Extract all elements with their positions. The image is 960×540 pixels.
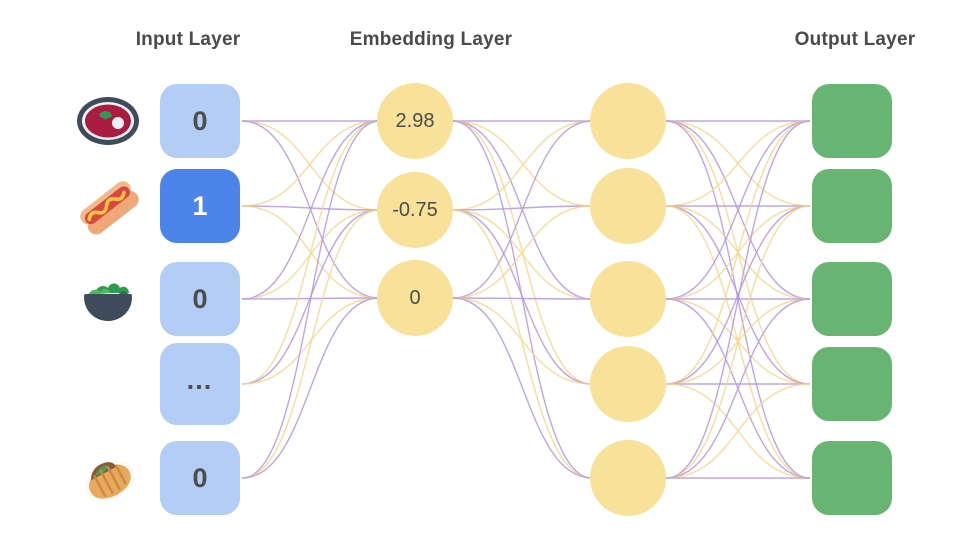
output-node-5[interactable] bbox=[812, 441, 892, 515]
hidden-node-2[interactable] bbox=[590, 168, 666, 244]
input-node-5[interactable]: 0 bbox=[160, 441, 240, 515]
embedding-node-2[interactable]: -0.75 bbox=[377, 172, 453, 248]
salad-bowl-icon bbox=[72, 263, 144, 335]
input-node-value: 0 bbox=[192, 105, 208, 136]
output-node-2[interactable] bbox=[812, 169, 892, 243]
hidden-node-4[interactable] bbox=[590, 346, 666, 422]
input-node-value: 1 bbox=[192, 190, 208, 221]
hot-dog-icon bbox=[72, 170, 144, 242]
output-node-1[interactable] bbox=[812, 84, 892, 158]
input-node-4[interactable]: … bbox=[160, 343, 240, 425]
input-node-1[interactable]: 0 bbox=[160, 84, 240, 158]
input-node-value: 0 bbox=[192, 283, 208, 314]
input-layer-title: Input Layer bbox=[135, 29, 241, 50]
hidden-node-3[interactable] bbox=[590, 261, 666, 337]
edges-embedding-to-hidden bbox=[452, 120, 593, 479]
edges-input-to-embedding bbox=[241, 120, 380, 479]
input-node-value: … bbox=[185, 364, 215, 395]
input-node-value: 0 bbox=[192, 462, 208, 493]
embedding-node-1[interactable]: 2.98 bbox=[377, 83, 453, 159]
hidden-node-5[interactable] bbox=[590, 440, 666, 516]
input-node-3[interactable]: 0 bbox=[160, 262, 240, 336]
output-layer-title: Output Layer bbox=[794, 29, 916, 50]
hidden-node-1[interactable] bbox=[590, 83, 666, 159]
burrito-icon bbox=[72, 442, 144, 514]
embedding-layer-title: Embedding Layer bbox=[349, 29, 513, 50]
embedding-node-value: 0 bbox=[409, 286, 421, 309]
output-node-3[interactable] bbox=[812, 262, 892, 336]
stew-bowl-icon bbox=[72, 85, 144, 157]
embedding-node-value: -0.75 bbox=[392, 198, 438, 221]
edges-hidden-to-output bbox=[665, 120, 811, 479]
output-node-4[interactable] bbox=[812, 347, 892, 421]
embedding-node-value: 2.98 bbox=[395, 109, 435, 132]
input-node-2[interactable]: 1 bbox=[160, 169, 240, 243]
embedding-node-3[interactable]: 0 bbox=[377, 260, 453, 336]
